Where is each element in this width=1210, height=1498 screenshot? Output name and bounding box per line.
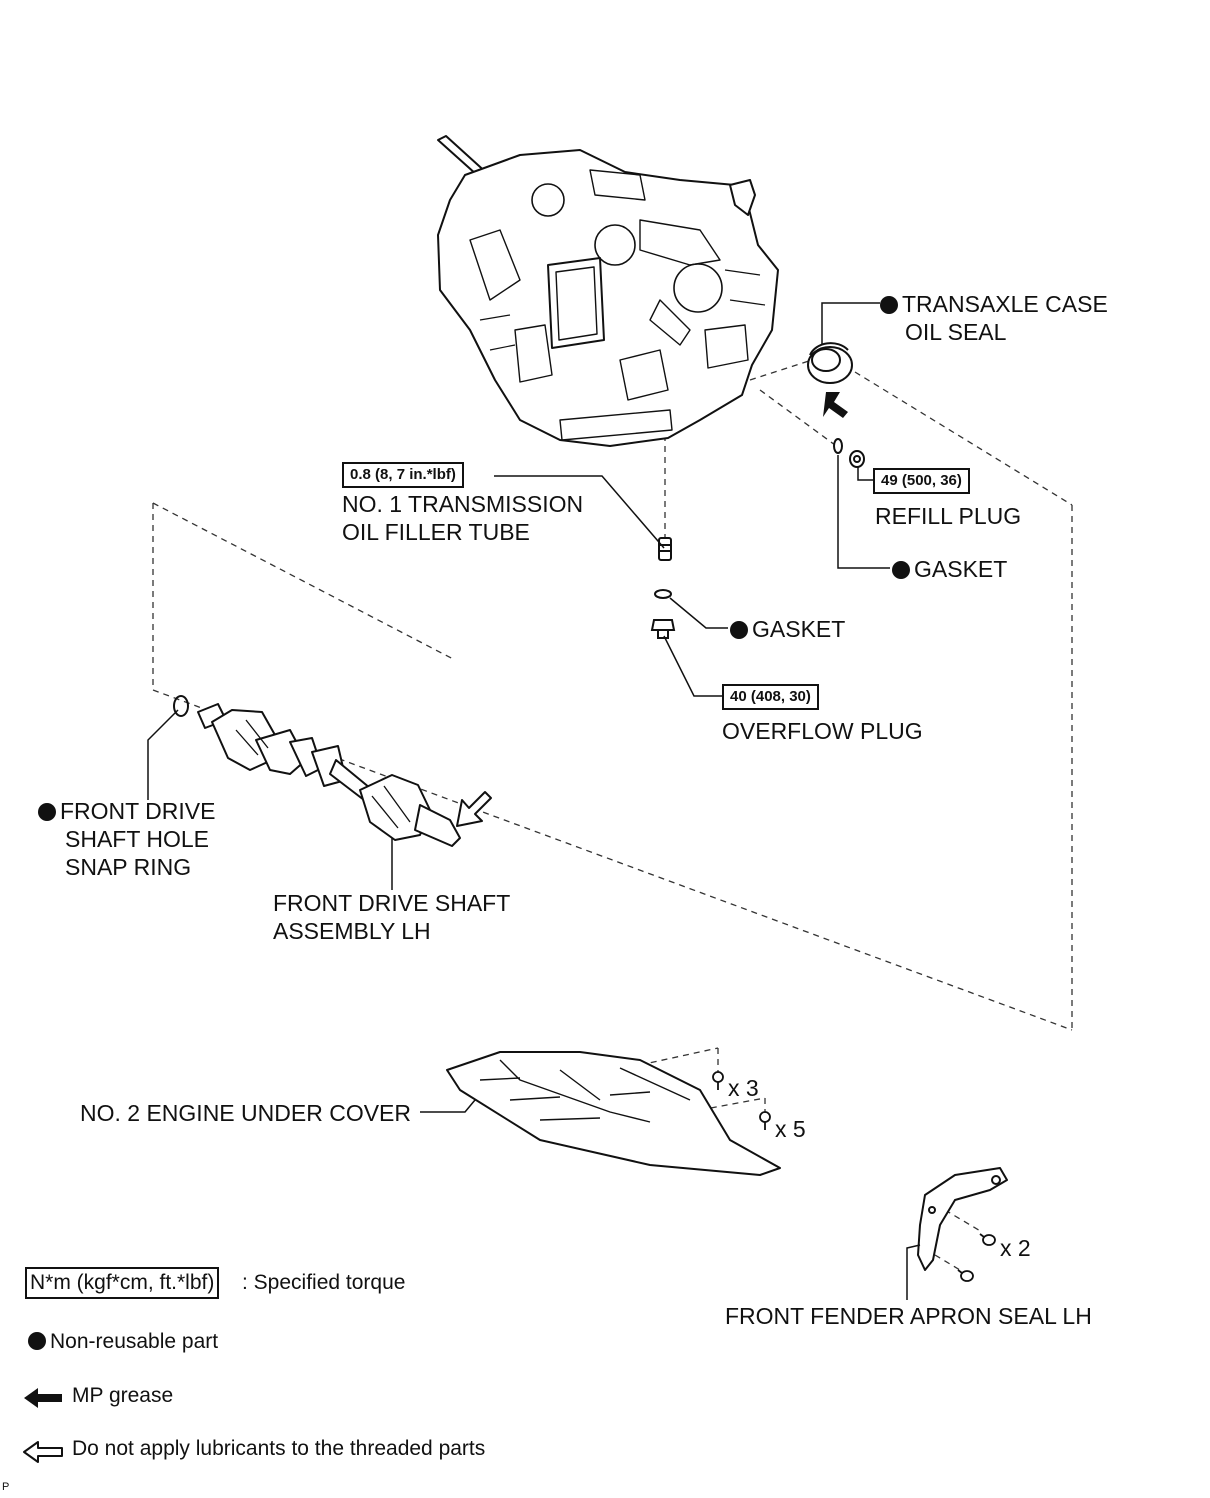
alignment-dashed-lines bbox=[152, 357, 1073, 1271]
legend-non-reusable: Non-reusable part bbox=[28, 1328, 218, 1356]
drive-shaft-label: FRONT DRIVE SHAFT ASSEMBLY LH bbox=[273, 889, 510, 945]
overflow-plug-label: OVERFLOW PLUG bbox=[722, 718, 923, 744]
under-cover-clips-drawing bbox=[712, 1071, 771, 1130]
engine-under-cover-label: NO. 2 ENGINE UNDER COVER bbox=[80, 1100, 411, 1126]
apron-screws-drawing bbox=[957, 1233, 996, 1282]
refill-plug-torque-box: 49 (500, 36) bbox=[873, 468, 970, 494]
oil-filler-tube-line-1: NO. 1 TRANSMISSION bbox=[342, 491, 584, 517]
fender-apron-seal-drawing bbox=[917, 1167, 1008, 1271]
oil-filler-tube-label: NO. 1 TRANSMISSION OIL FILLER TUBE bbox=[342, 490, 583, 546]
mp-grease-arrow bbox=[823, 392, 848, 418]
oil-filler-tube-torque-box: 0.8 (8, 7 in.*lbf) bbox=[342, 462, 464, 488]
oil-seal-drawing bbox=[807, 342, 853, 384]
snap-ring-line-2: SHAFT HOLE bbox=[65, 826, 209, 852]
snap-ring-label: FRONT DRIVE SHAFT HOLE SNAP RING bbox=[38, 797, 215, 881]
transaxle-housing-drawing bbox=[437, 135, 779, 447]
overflow-plug-torque-box: 40 (408, 30) bbox=[722, 684, 819, 710]
engine-under-cover-drawing bbox=[446, 1051, 781, 1176]
non-reusable-dot-icon bbox=[38, 803, 56, 821]
drive-shaft-drawing bbox=[197, 703, 461, 847]
clip-qty-5: x 5 bbox=[775, 1116, 806, 1142]
no-lubricant-arrow bbox=[456, 791, 492, 827]
overflow-gasket-and-plug-drawing bbox=[650, 589, 676, 639]
transaxle-oil-seal-line-2: OIL SEAL bbox=[905, 319, 1007, 345]
non-reusable-dot-icon bbox=[892, 561, 910, 579]
non-reusable-dot-icon bbox=[730, 621, 748, 639]
screw-qty-2: x 2 bbox=[1000, 1235, 1031, 1261]
transaxle-oil-seal-line-1: TRANSAXLE CASE bbox=[902, 291, 1108, 317]
oil-filler-tube-drawing bbox=[658, 537, 672, 561]
overflow-gasket-label: GASKET bbox=[730, 615, 845, 643]
snap-ring-line-3: SNAP RING bbox=[65, 854, 192, 880]
clip-qty-3: x 3 bbox=[728, 1075, 759, 1101]
drive-shaft-line-1: FRONT DRIVE SHAFT bbox=[273, 890, 511, 916]
snap-ring-drawing bbox=[173, 695, 189, 717]
refill-gasket-label: GASKET bbox=[892, 555, 1007, 583]
transaxle-oil-seal-label: TRANSAXLE CASE OIL SEAL bbox=[880, 290, 1108, 346]
legend-mp-grease: MP grease bbox=[72, 1384, 174, 1407]
legend-torque-box: N*m (kgf*cm, ft.*lbf) bbox=[25, 1267, 220, 1299]
refill-plug-label: REFILL PLUG bbox=[875, 503, 1022, 529]
fender-apron-seal-label: FRONT FENDER APRON SEAL LH bbox=[725, 1303, 1092, 1329]
overflow-gasket-text: GASKET bbox=[752, 616, 846, 642]
non-reusable-dot-icon bbox=[28, 1332, 46, 1350]
legend-no-lubricant: Do not apply lubricants to the threaded … bbox=[72, 1437, 486, 1460]
mp-grease-arrow-icon bbox=[24, 1388, 62, 1408]
legend-non-reusable-text: Non-reusable part bbox=[50, 1330, 219, 1353]
non-reusable-dot-icon bbox=[880, 296, 898, 314]
snap-ring-line-1: FRONT DRIVE bbox=[60, 798, 216, 824]
refill-gasket-text: GASKET bbox=[914, 556, 1008, 582]
drive-shaft-line-2: ASSEMBLY LH bbox=[273, 918, 431, 944]
corner-mark: P bbox=[2, 1481, 10, 1493]
refill-gasket-and-plug-drawing bbox=[833, 438, 865, 468]
leader-lines bbox=[147, 302, 921, 1300]
legend-torque-text: : Specified torque bbox=[242, 1271, 406, 1294]
no-lubricant-arrow-icon bbox=[23, 1441, 63, 1463]
oil-filler-tube-line-2: OIL FILLER TUBE bbox=[342, 519, 530, 545]
